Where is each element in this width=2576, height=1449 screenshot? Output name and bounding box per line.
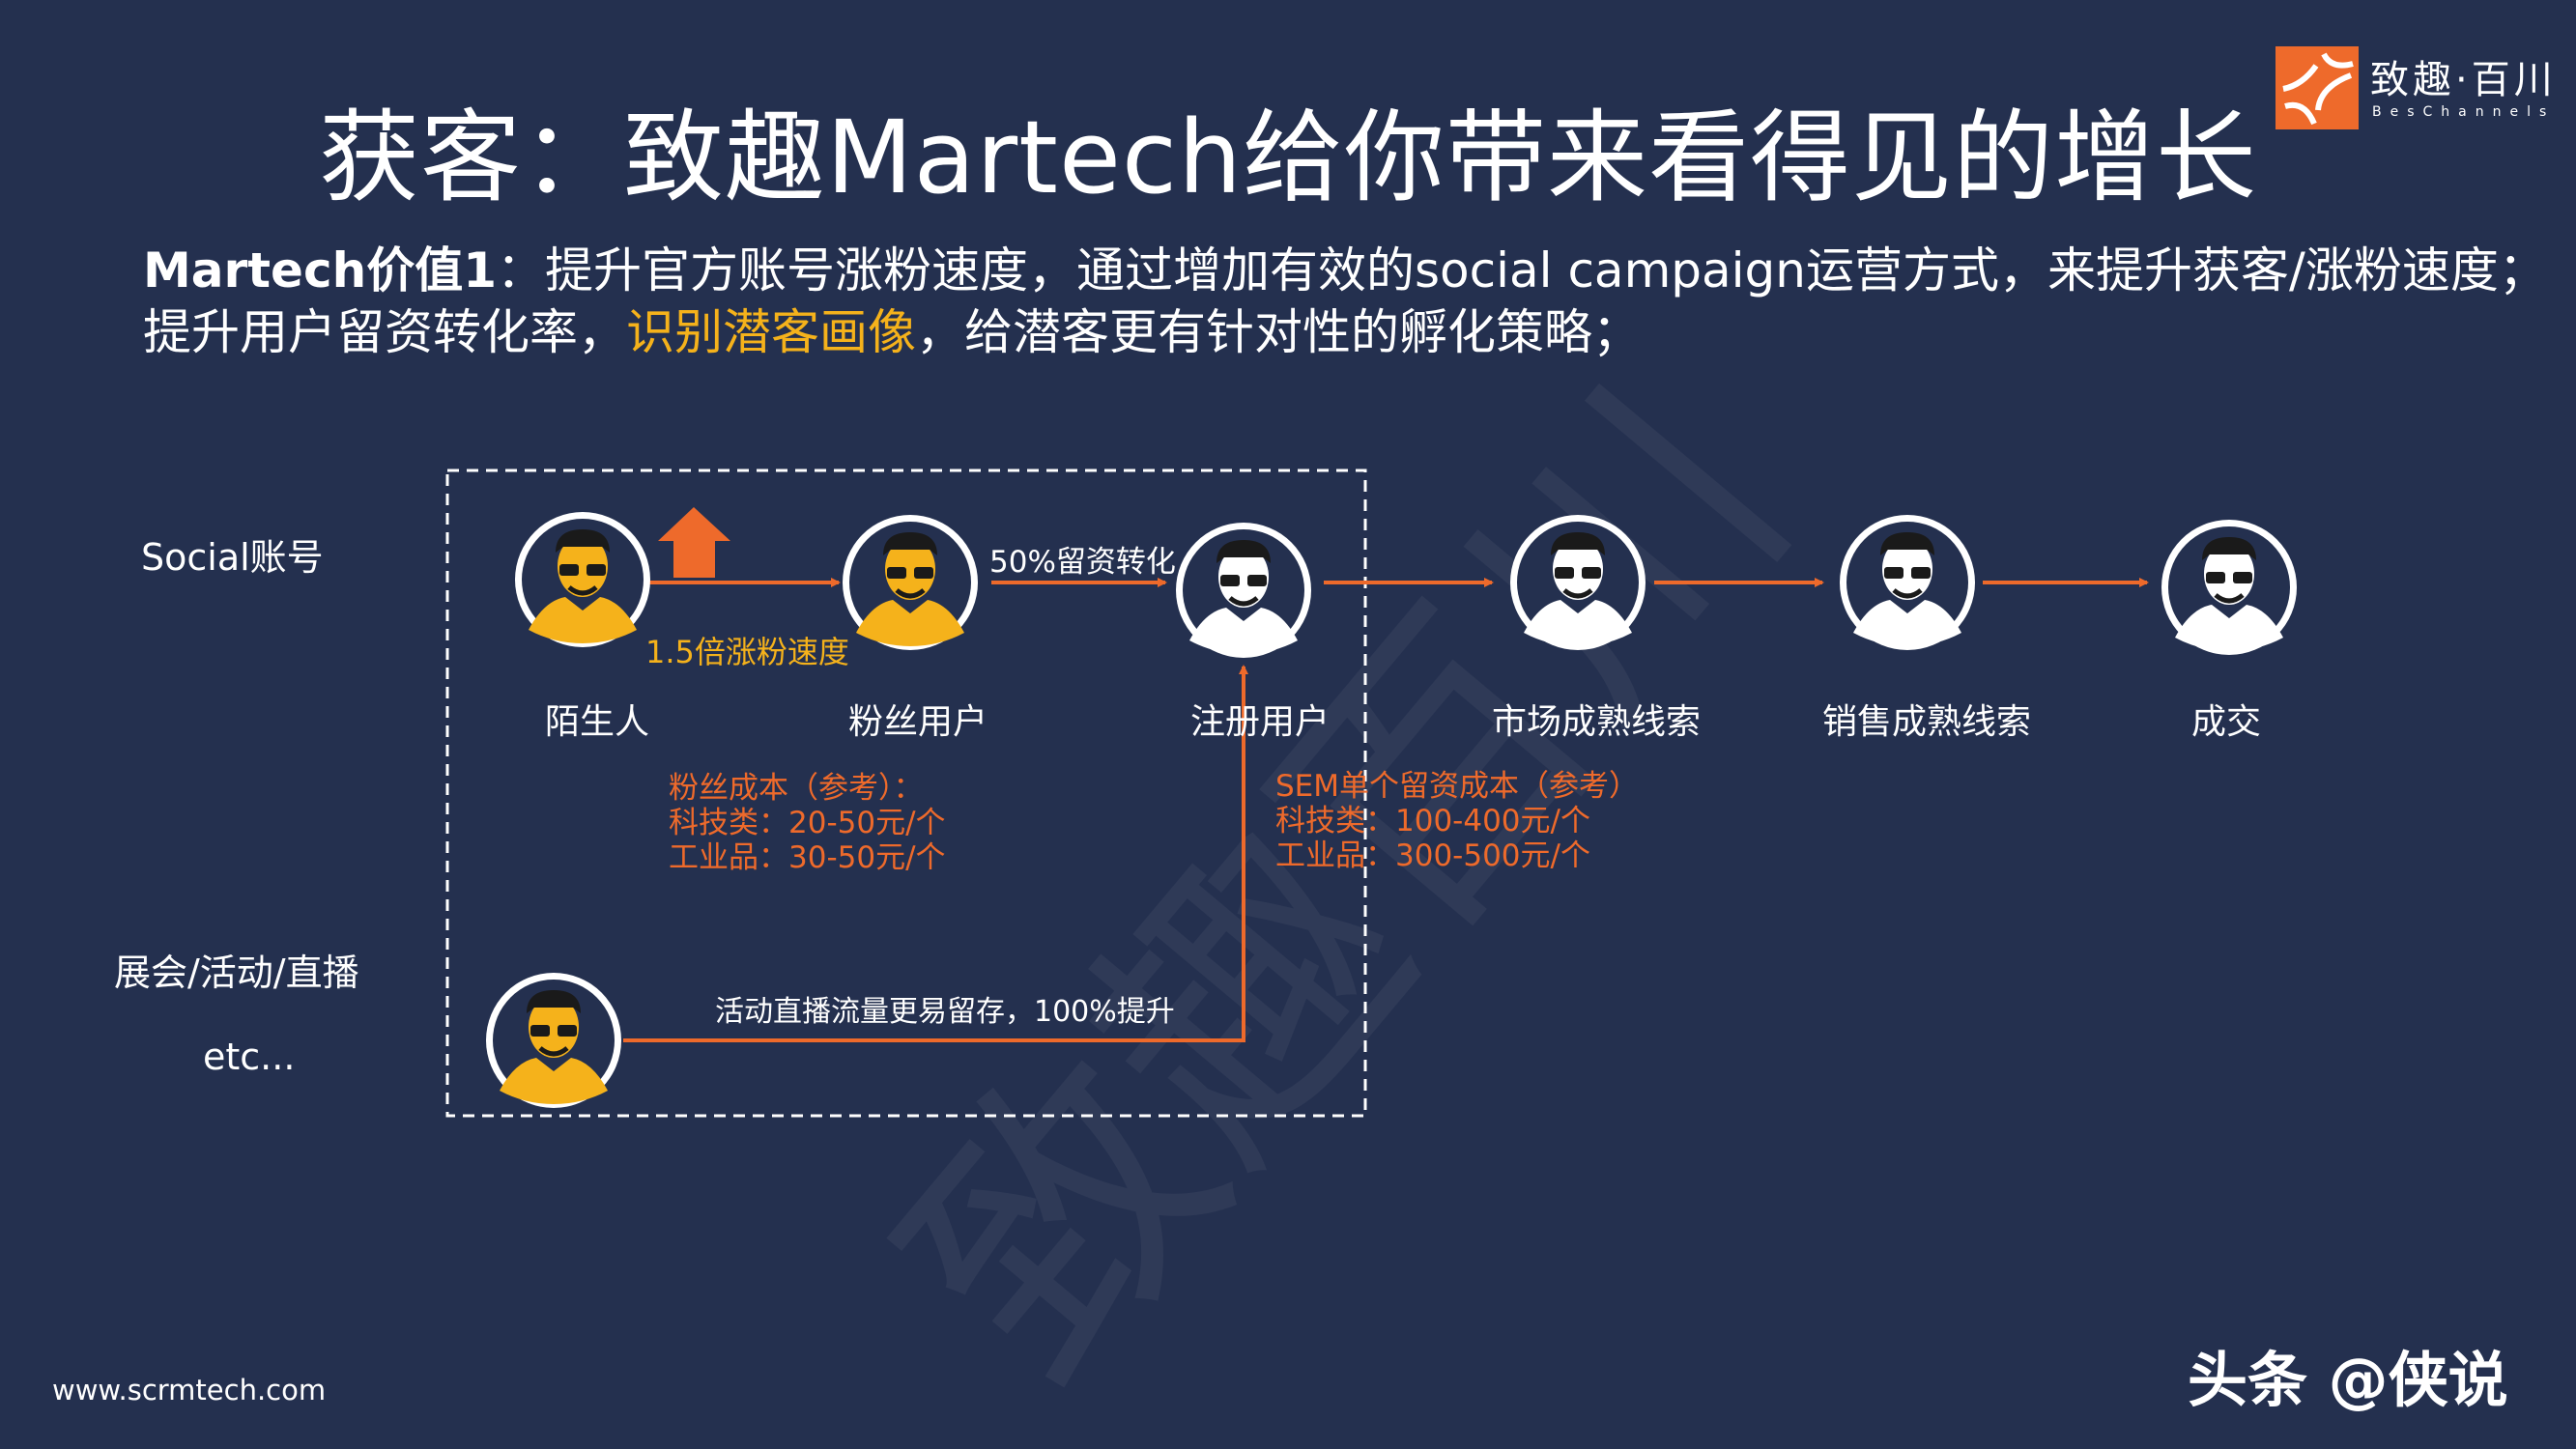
intro-line2-b: ，给潜客更有针对性的孵化策略； <box>916 304 1641 360</box>
stage-label-deal: 成交 <box>2191 702 2262 742</box>
fan-cost-tech: 科技类：20-50元/个 <box>669 806 946 840</box>
stage-label-registered: 注册用户 <box>1190 702 1331 742</box>
intro-line-1: Martech价值1：提升官方账号涨粉速度，通过增加有效的social camp… <box>143 240 2547 301</box>
source-etc: etc... <box>203 1036 296 1078</box>
sem-cost-industrial: 工业品：300-500元/个 <box>1275 838 1590 873</box>
intro-line2-a: 提升用户留资转化率， <box>143 304 626 360</box>
up-arrow-icon <box>658 507 730 578</box>
highlight-dashed-box <box>445 469 1367 1118</box>
source-social: Social账号 <box>141 536 324 579</box>
fan-cost-industrial: 工业品：30-50元/个 <box>669 840 946 875</box>
person-icon-registered <box>1176 523 1311 658</box>
conversion-note: 50%留资转化 <box>989 545 1176 580</box>
intro-highlight: 识别潜客画像 <box>626 304 916 360</box>
sem-cost-tech: 科技类：100-400元/个 <box>1275 804 1590 838</box>
fan-cost-title: 粉丝成本（参考）： <box>669 771 924 806</box>
person-icon-stranger <box>515 512 650 647</box>
logo-name: 致趣·百川 <box>2370 58 2557 102</box>
person-icon-deal <box>2161 520 2297 655</box>
footer-website: www.scrmtech.com <box>52 1374 327 1406</box>
person-icon-mql <box>1510 515 1646 650</box>
person-icon-events <box>486 973 621 1108</box>
event-note: 活动直播流量更易留存，100%提升 <box>715 995 1175 1029</box>
stage-label-sql: 销售成熟线索 <box>1822 702 2032 742</box>
stage-label-fan: 粉丝用户 <box>848 702 988 742</box>
intro-line1-rest: ：提升官方账号涨粉速度，通过增加有效的social campaign运营方式，来… <box>497 242 2547 298</box>
intro-bold-prefix: Martech价值1 <box>143 242 497 298</box>
fan-cost-block: 粉丝成本（参考）： 科技类：20-50元/个 工业品：30-50元/个 <box>669 771 946 875</box>
stage-label-mql: 市场成熟线索 <box>1492 702 1702 742</box>
growth-speed-note: 1.5倍涨粉速度 <box>645 634 849 670</box>
sem-cost-title: SEM单个留资成本（参考） <box>1275 769 1640 804</box>
logo: 致趣·百川 BesChannels <box>2275 46 2553 133</box>
stage-label-stranger: 陌生人 <box>545 702 650 742</box>
person-icon-fan <box>843 515 978 650</box>
sem-cost-block: SEM单个留资成本（参考） 科技类：100-400元/个 工业品：300-500… <box>1275 769 1639 873</box>
logo-subtitle: BesChannels <box>2372 104 2556 120</box>
logo-icon <box>2275 46 2359 129</box>
page-title: 获客：致趣Martech给你带来看得见的增长 <box>318 99 2258 216</box>
intro-text: Martech价值1：提升官方账号涨粉速度，通过增加有效的social camp… <box>143 240 2547 363</box>
person-icon-sql <box>1840 515 1975 650</box>
intro-line-2: 提升用户留资转化率，识别潜客画像，给潜客更有针对性的孵化策略； <box>143 301 2547 363</box>
arrow-events-to-registered <box>623 665 1248 1042</box>
footer-watermark: 头条 @侠说 <box>2188 1345 2508 1415</box>
source-events: 展会/活动/直播 <box>114 952 359 994</box>
